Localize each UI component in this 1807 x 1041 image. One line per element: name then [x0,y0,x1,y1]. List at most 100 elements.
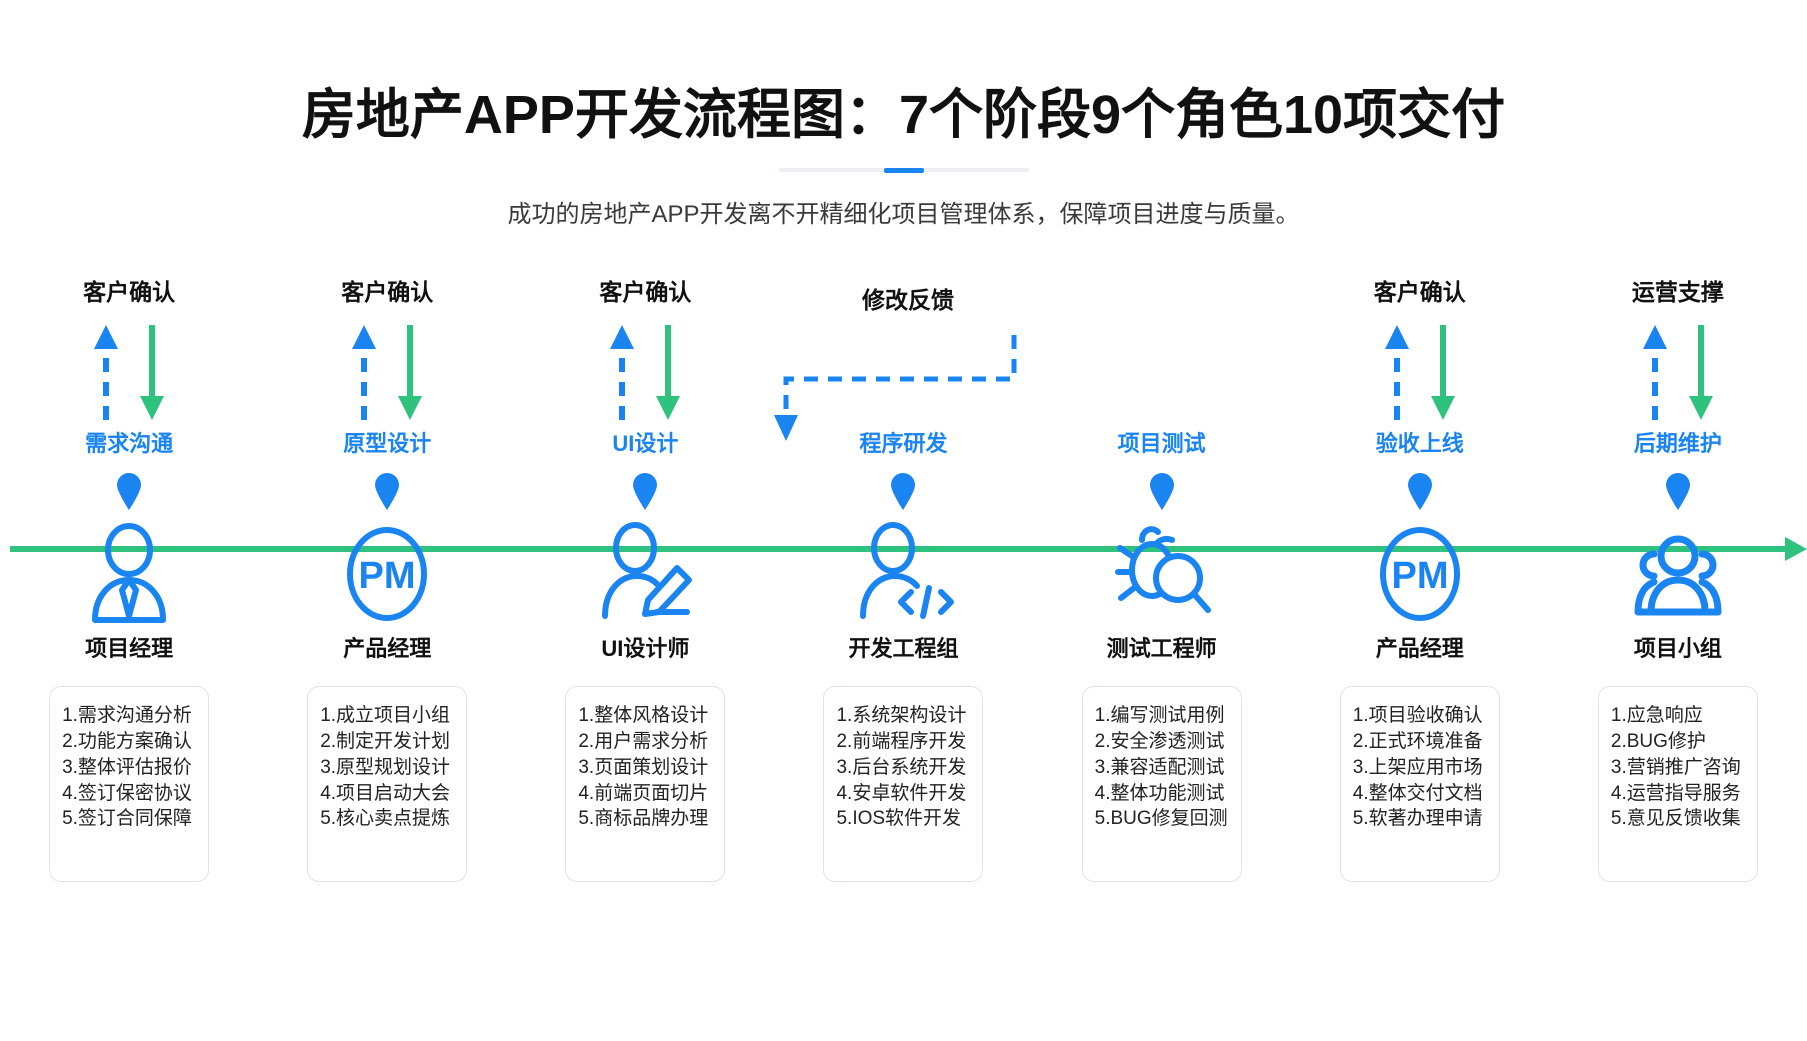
task-item: 2.BUG修护 [1610,730,1706,752]
stage-pin-slot [625,460,665,518]
task-item: 2.前端程序开发 [836,730,967,752]
stage-column-1[interactable]: 客户确认 需求沟通 [0,275,258,883]
task-item: 4.项目启动大会 [320,782,451,804]
map-pin-icon [1149,473,1174,511]
task-item: 2.制定开发计划 [320,730,451,752]
stage-name: UI设计 [612,431,679,457]
task-item: 4.签订保密协议 [62,782,192,804]
role-name: 产品经理 [1375,636,1464,662]
task-box: 1.项目验收确认 2.正式环境准备 3.上架应用市场 4.整体交付文档 5.软著… [1339,686,1500,883]
pm-circle-icon: PM [1366,520,1474,628]
task-item: 5.软著办理申请 [1352,808,1483,830]
task-item: 1.需求沟通分析 [62,705,192,727]
task-item: 1.应急响应 [1610,705,1703,727]
svg-text:PM: PM [359,555,416,597]
task-item: 1.项目验收确认 [1352,705,1483,727]
solid-down-arrow-icon [1688,325,1713,421]
stage-pin-slot [109,460,149,518]
task-item: 2.用户需求分析 [578,730,709,752]
timeline-axis [10,546,1785,553]
task-box: 1.需求沟通分析 2.功能方案确认 3.整体评估报价 4.签订保密协议 5.签订… [49,686,210,883]
task-item: 4.整体功能测试 [1094,782,1225,804]
title-divider [778,168,1029,174]
stage-pin-slot [1658,460,1698,518]
timeline-arrowhead-icon [1785,537,1807,562]
phase-label: 客户确认 [1373,279,1466,306]
stage-column-4[interactable]: 程序研发 开发工程组 1.系统 [774,275,1032,883]
page-title: 房地产APP开发流程图：7个阶段9个角色10项交付 [301,85,1506,145]
task-item: 2.安全渗透测试 [1094,730,1225,752]
task-box: 1.编写测试用例 2.安全渗透测试 3.兼容适配测试 4.整体功能测试 5.BU… [1081,686,1242,883]
task-item: 3.兼容适配测试 [1094,756,1225,778]
stage-name: 需求沟通 [85,431,174,457]
phase-label: 客户确认 [599,279,692,306]
stage-name: 程序研发 [859,431,948,457]
phase-label: 客户确认 [83,279,176,306]
map-pin-icon [633,473,658,511]
dashed-up-arrow-icon [610,325,635,421]
divider-accent [883,168,924,174]
task-item: 1.整体风格设计 [578,705,709,727]
task-item: 2.功能方案确认 [62,730,192,752]
stage-pin-slot [367,460,407,518]
dashed-up-arrow-icon [352,325,377,421]
stage-name: 后期维护 [1633,431,1722,457]
task-item: 1.编写测试用例 [1094,705,1225,727]
page-header: 房地产APP开发流程图：7个阶段9个角色10项交付 成功的房地产APP开发离不开… [0,0,1807,229]
map-pin-icon [117,473,142,511]
stage-pin-slot [883,460,923,518]
stage-column-7[interactable]: 运营支撑 后期维护 [1549,275,1807,883]
task-item: 5.商标品牌办理 [578,808,709,830]
stage-pin-slot [1142,460,1182,518]
developer-code-icon [849,520,957,628]
dashed-up-arrow-icon [94,325,119,421]
stage-arrows [867,325,939,420]
phase-label: 客户确认 [341,279,434,306]
task-box: 1.系统架构设计 2.前端程序开发 3.后台系统开发 4.安卓软件开发 5.IO… [823,686,984,883]
task-item: 1.成立项目小组 [320,705,451,727]
people-group-icon [1624,520,1732,628]
task-item: 3.上架应用市场 [1352,756,1483,778]
dashed-up-arrow-icon [1384,325,1409,421]
task-item: 3.营销推广咨询 [1610,756,1741,778]
role-name: 开发工程组 [848,636,959,662]
phase-label: 运营支撑 [1631,279,1724,306]
solid-down-arrow-icon [398,325,423,421]
map-pin-icon [1407,473,1432,511]
stage-name: 原型设计 [343,431,432,457]
task-item: 5.签订合同保障 [62,808,192,830]
page-subtitle: 成功的房地产APP开发离不开精细化项目管理体系，保障项目进度与质量。 [507,201,1300,229]
task-item: 5.核心卖点提炼 [320,808,451,830]
bug-magnifier-icon [1108,520,1216,628]
svg-text:PM: PM [1391,555,1448,597]
role-name: 产品经理 [343,636,432,662]
stage-arrows [93,325,165,421]
task-item: 4.整体交付文档 [1352,782,1483,804]
task-item: 3.原型规划设计 [320,756,451,778]
role-name: UI设计师 [601,636,690,662]
map-pin-icon [891,473,916,511]
task-item: 5.意见反馈收集 [1610,808,1741,830]
task-box: 1.成立项目小组 2.制定开发计划 3.原型规划设计 4.项目启动大会 5.核心… [307,686,468,883]
solid-down-arrow-icon [1430,325,1455,421]
task-item: 4.安卓软件开发 [836,782,967,804]
role-name: 项目经理 [85,636,174,662]
stage-column-3[interactable]: 客户确认 UI设计 [516,275,774,883]
task-item: 4.前端页面切片 [578,782,709,804]
stage-column-2[interactable]: 客户确认 原型设计 [258,275,516,883]
task-item: 4.运营指导服务 [1610,782,1741,804]
task-item: 3.后台系统开发 [836,756,967,778]
role-name: 测试工程师 [1106,636,1217,662]
solid-down-arrow-icon [140,325,165,421]
stage-arrows [1642,325,1714,421]
solid-down-arrow-icon [656,325,681,421]
stage-column-6[interactable]: 客户确认 验收上线 [1291,275,1549,883]
role-name: 项目小组 [1633,636,1722,662]
person-tie-icon [75,520,183,628]
task-item: 1.系统架构设计 [836,705,967,727]
timeline-board: 修改反馈 客户确认 需求沟通 [0,275,1807,1035]
stage-column-5[interactable]: 项目测试 [1033,275,1291,883]
stage-name: 验收上线 [1375,431,1464,457]
stage-name: 项目测试 [1117,431,1206,457]
task-item: 3.整体评估报价 [62,756,192,778]
